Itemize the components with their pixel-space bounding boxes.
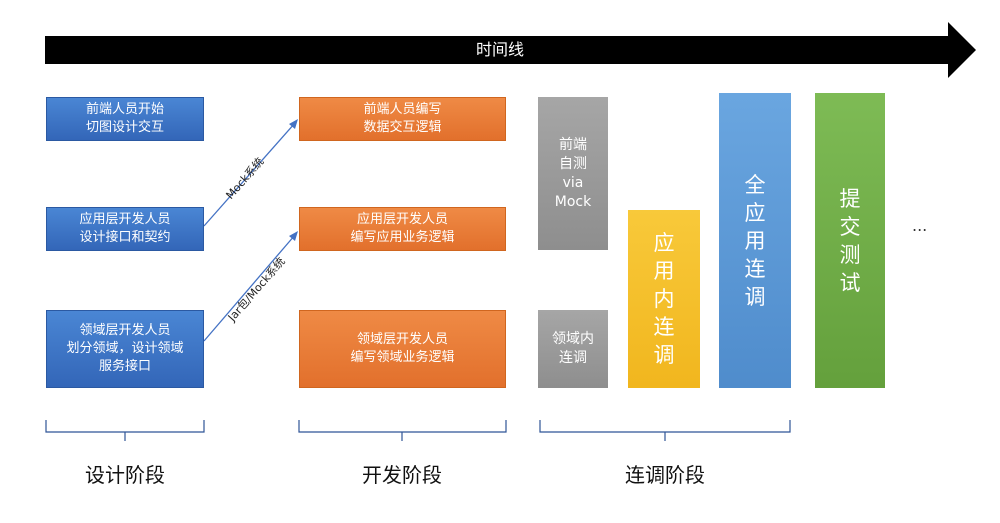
app-layer-dev-box: 应用层开发人员 编写应用业务逻辑 xyxy=(299,207,506,251)
integration-phase-label: 连调阶段 xyxy=(625,463,705,487)
design-phase-bracket xyxy=(45,420,205,441)
frontend-dev-box: 前端人员编写 数据交互逻辑 xyxy=(299,97,506,141)
timeline-label: 时间线 xyxy=(475,40,524,59)
integration-phase-bracket xyxy=(539,420,791,441)
design-phase-label: 设计阶段 xyxy=(85,463,165,487)
submit-test-box: 提 交 测 试 xyxy=(815,93,885,388)
domain-layer-design-box: 领域层开发人员 划分领域，设计领域 服务接口 xyxy=(46,310,204,388)
frontend-design-box: 前端人员开始 切图设计交互 xyxy=(46,97,204,141)
mock-arrow-upper xyxy=(203,119,298,227)
app-internal-integration-box: 应 用 内 连 调 xyxy=(628,210,700,388)
domain-internal-box: 领域内 连调 xyxy=(538,310,608,388)
dev-phase-bracket xyxy=(298,420,507,441)
app-layer-design-box: 应用层开发人员 设计接口和契约 xyxy=(46,207,204,251)
dev-phase-label: 开发阶段 xyxy=(362,463,442,487)
domain-layer-dev-box: 领域层开发人员 编写领域业务逻辑 xyxy=(299,310,506,388)
ellipsis: ... xyxy=(912,216,928,235)
frontend-selftest-box: 前端 自测 via Mock xyxy=(538,97,608,250)
full-app-integration-box: 全 应 用 连 调 xyxy=(719,93,791,388)
jar-mock-arrow-lower xyxy=(203,231,298,342)
